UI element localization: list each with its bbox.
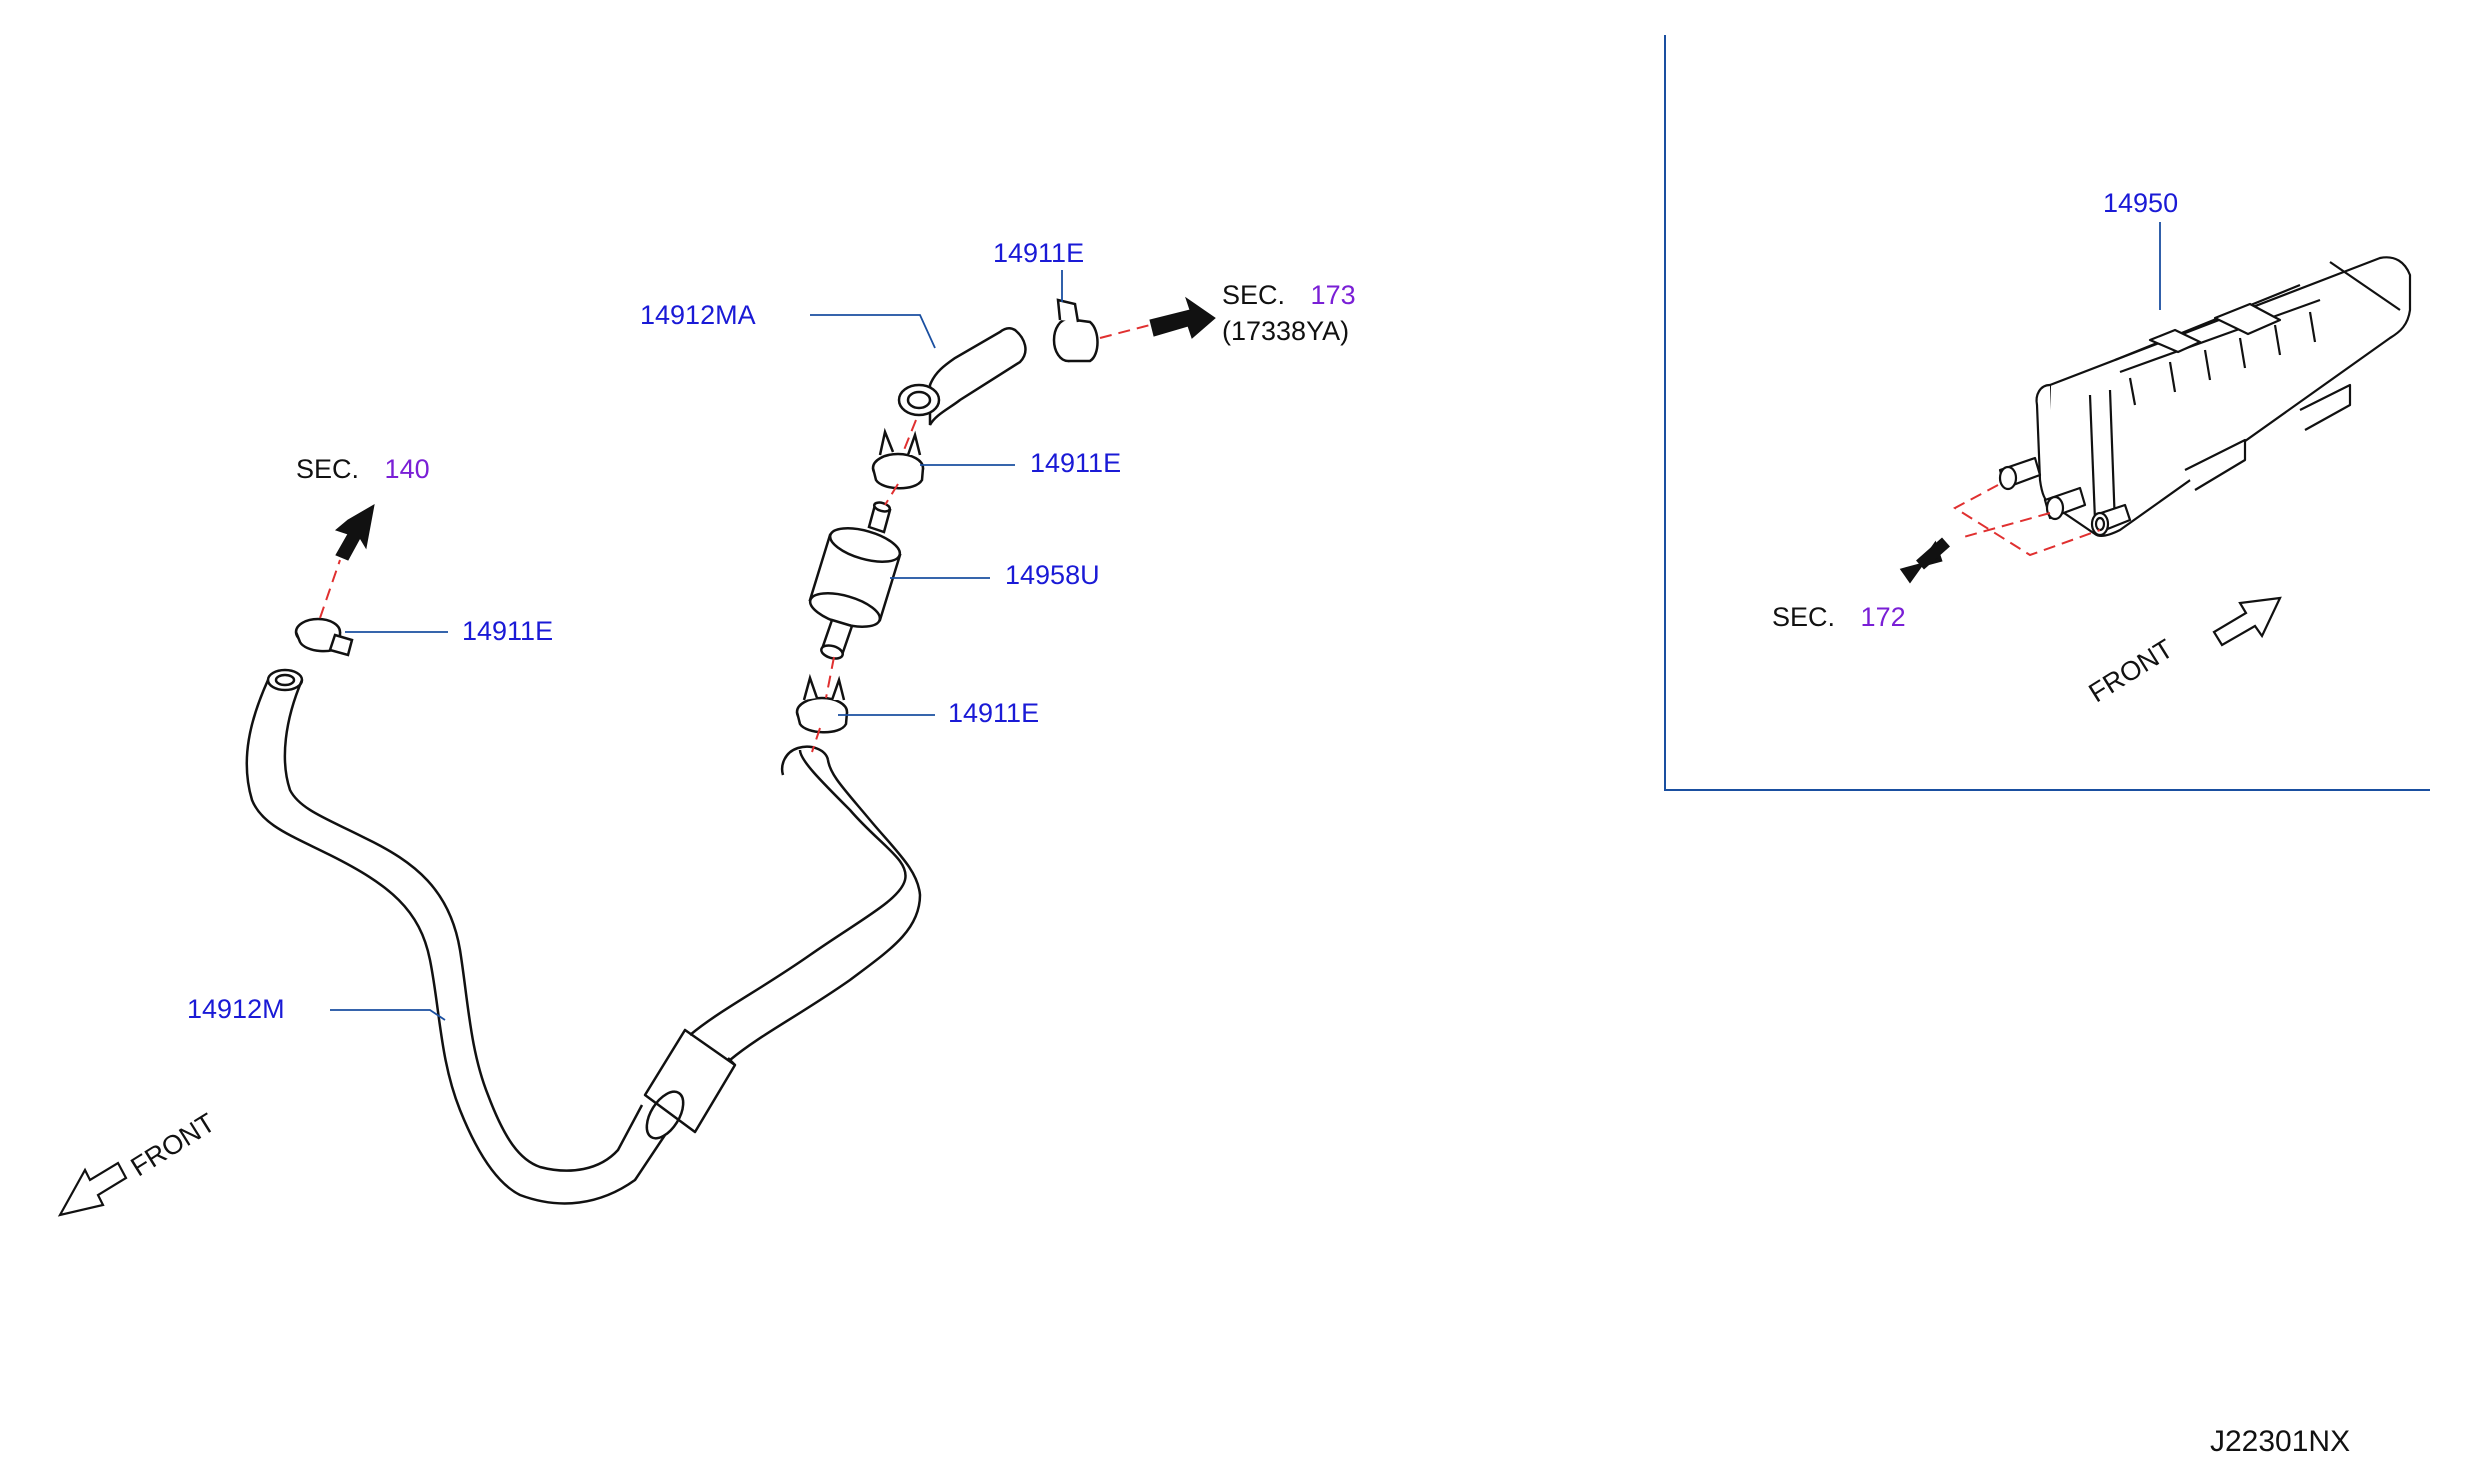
part-label-14911e-lower: 14911E — [948, 698, 1040, 728]
arrow-sec173 — [1149, 296, 1216, 339]
part-label-14911e-left: 14911E — [462, 616, 554, 646]
section-ref-173[interactable]: SEC. 173 — [1222, 282, 1356, 309]
front-arrow-right — [2212, 596, 2282, 647]
arrow-sec140 — [334, 504, 375, 561]
part-label-14912m: 14912M — [187, 994, 285, 1024]
hose-14912m[interactable] — [245, 668, 922, 1205]
part-label-14911e-top: 14911E — [993, 238, 1085, 268]
section-prefix-140: SEC. — [296, 454, 360, 484]
inset-frame — [1664, 35, 2430, 791]
section-ref-172[interactable]: SEC. 172 — [1772, 604, 1906, 631]
section-number-173: 173 — [1310, 280, 1356, 310]
arrow-sec172-shaft — [1916, 537, 1950, 570]
leader-lines-left — [330, 270, 1063, 1021]
section-number-172: 172 — [1860, 602, 1906, 632]
part-label-14912ma: 14912MA — [640, 300, 756, 330]
clamp-14911e-left[interactable] — [294, 617, 354, 657]
section-prefix-173: SEC. — [1222, 280, 1286, 310]
clamp-14911e-top[interactable] — [1052, 298, 1099, 363]
hose-14912ma[interactable] — [897, 327, 1027, 426]
part-label-14958u: 14958U — [1005, 560, 1100, 590]
dashed-lines-sec172 — [1953, 484, 2101, 557]
front-arrow-left — [57, 1161, 128, 1217]
clamp-14911e-lower[interactable] — [795, 673, 849, 734]
part-label-14911e-upper: 14911E — [1030, 448, 1122, 478]
section-number-140: 140 — [384, 454, 430, 484]
part-label-14950: 14950 — [2103, 188, 2179, 218]
drawing-code: J22301NX — [2210, 1425, 2351, 1458]
canister-14950[interactable] — [1998, 256, 2412, 537]
section-prefix-172: SEC. — [1772, 602, 1836, 632]
dashed-line-sec140 — [319, 559, 341, 619]
dashed-centerline-left — [811, 324, 1151, 753]
section-ref-140[interactable]: SEC. 140 — [296, 456, 430, 483]
filter-14958u[interactable] — [807, 501, 904, 661]
section-subref-17338ya: (17338YA) — [1222, 316, 1350, 346]
clamp-14911e-upper[interactable] — [871, 427, 925, 490]
